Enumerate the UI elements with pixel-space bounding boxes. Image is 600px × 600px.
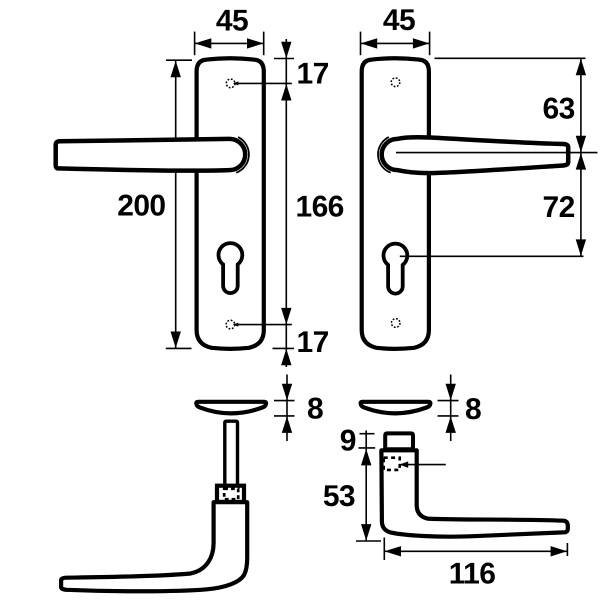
svg-text:72: 72 xyxy=(543,191,575,224)
svg-text:17: 17 xyxy=(297,58,329,91)
svg-text:200: 200 xyxy=(117,190,165,223)
svg-text:63: 63 xyxy=(543,93,575,126)
svg-text:45: 45 xyxy=(216,5,248,38)
svg-text:116: 116 xyxy=(449,557,496,590)
svg-text:8: 8 xyxy=(307,393,323,426)
svg-text:9: 9 xyxy=(340,424,356,457)
svg-text:17: 17 xyxy=(297,326,329,359)
svg-text:8: 8 xyxy=(465,393,481,426)
svg-text:53: 53 xyxy=(323,480,355,513)
svg-text:166: 166 xyxy=(296,191,344,224)
svg-text:45: 45 xyxy=(383,4,415,37)
